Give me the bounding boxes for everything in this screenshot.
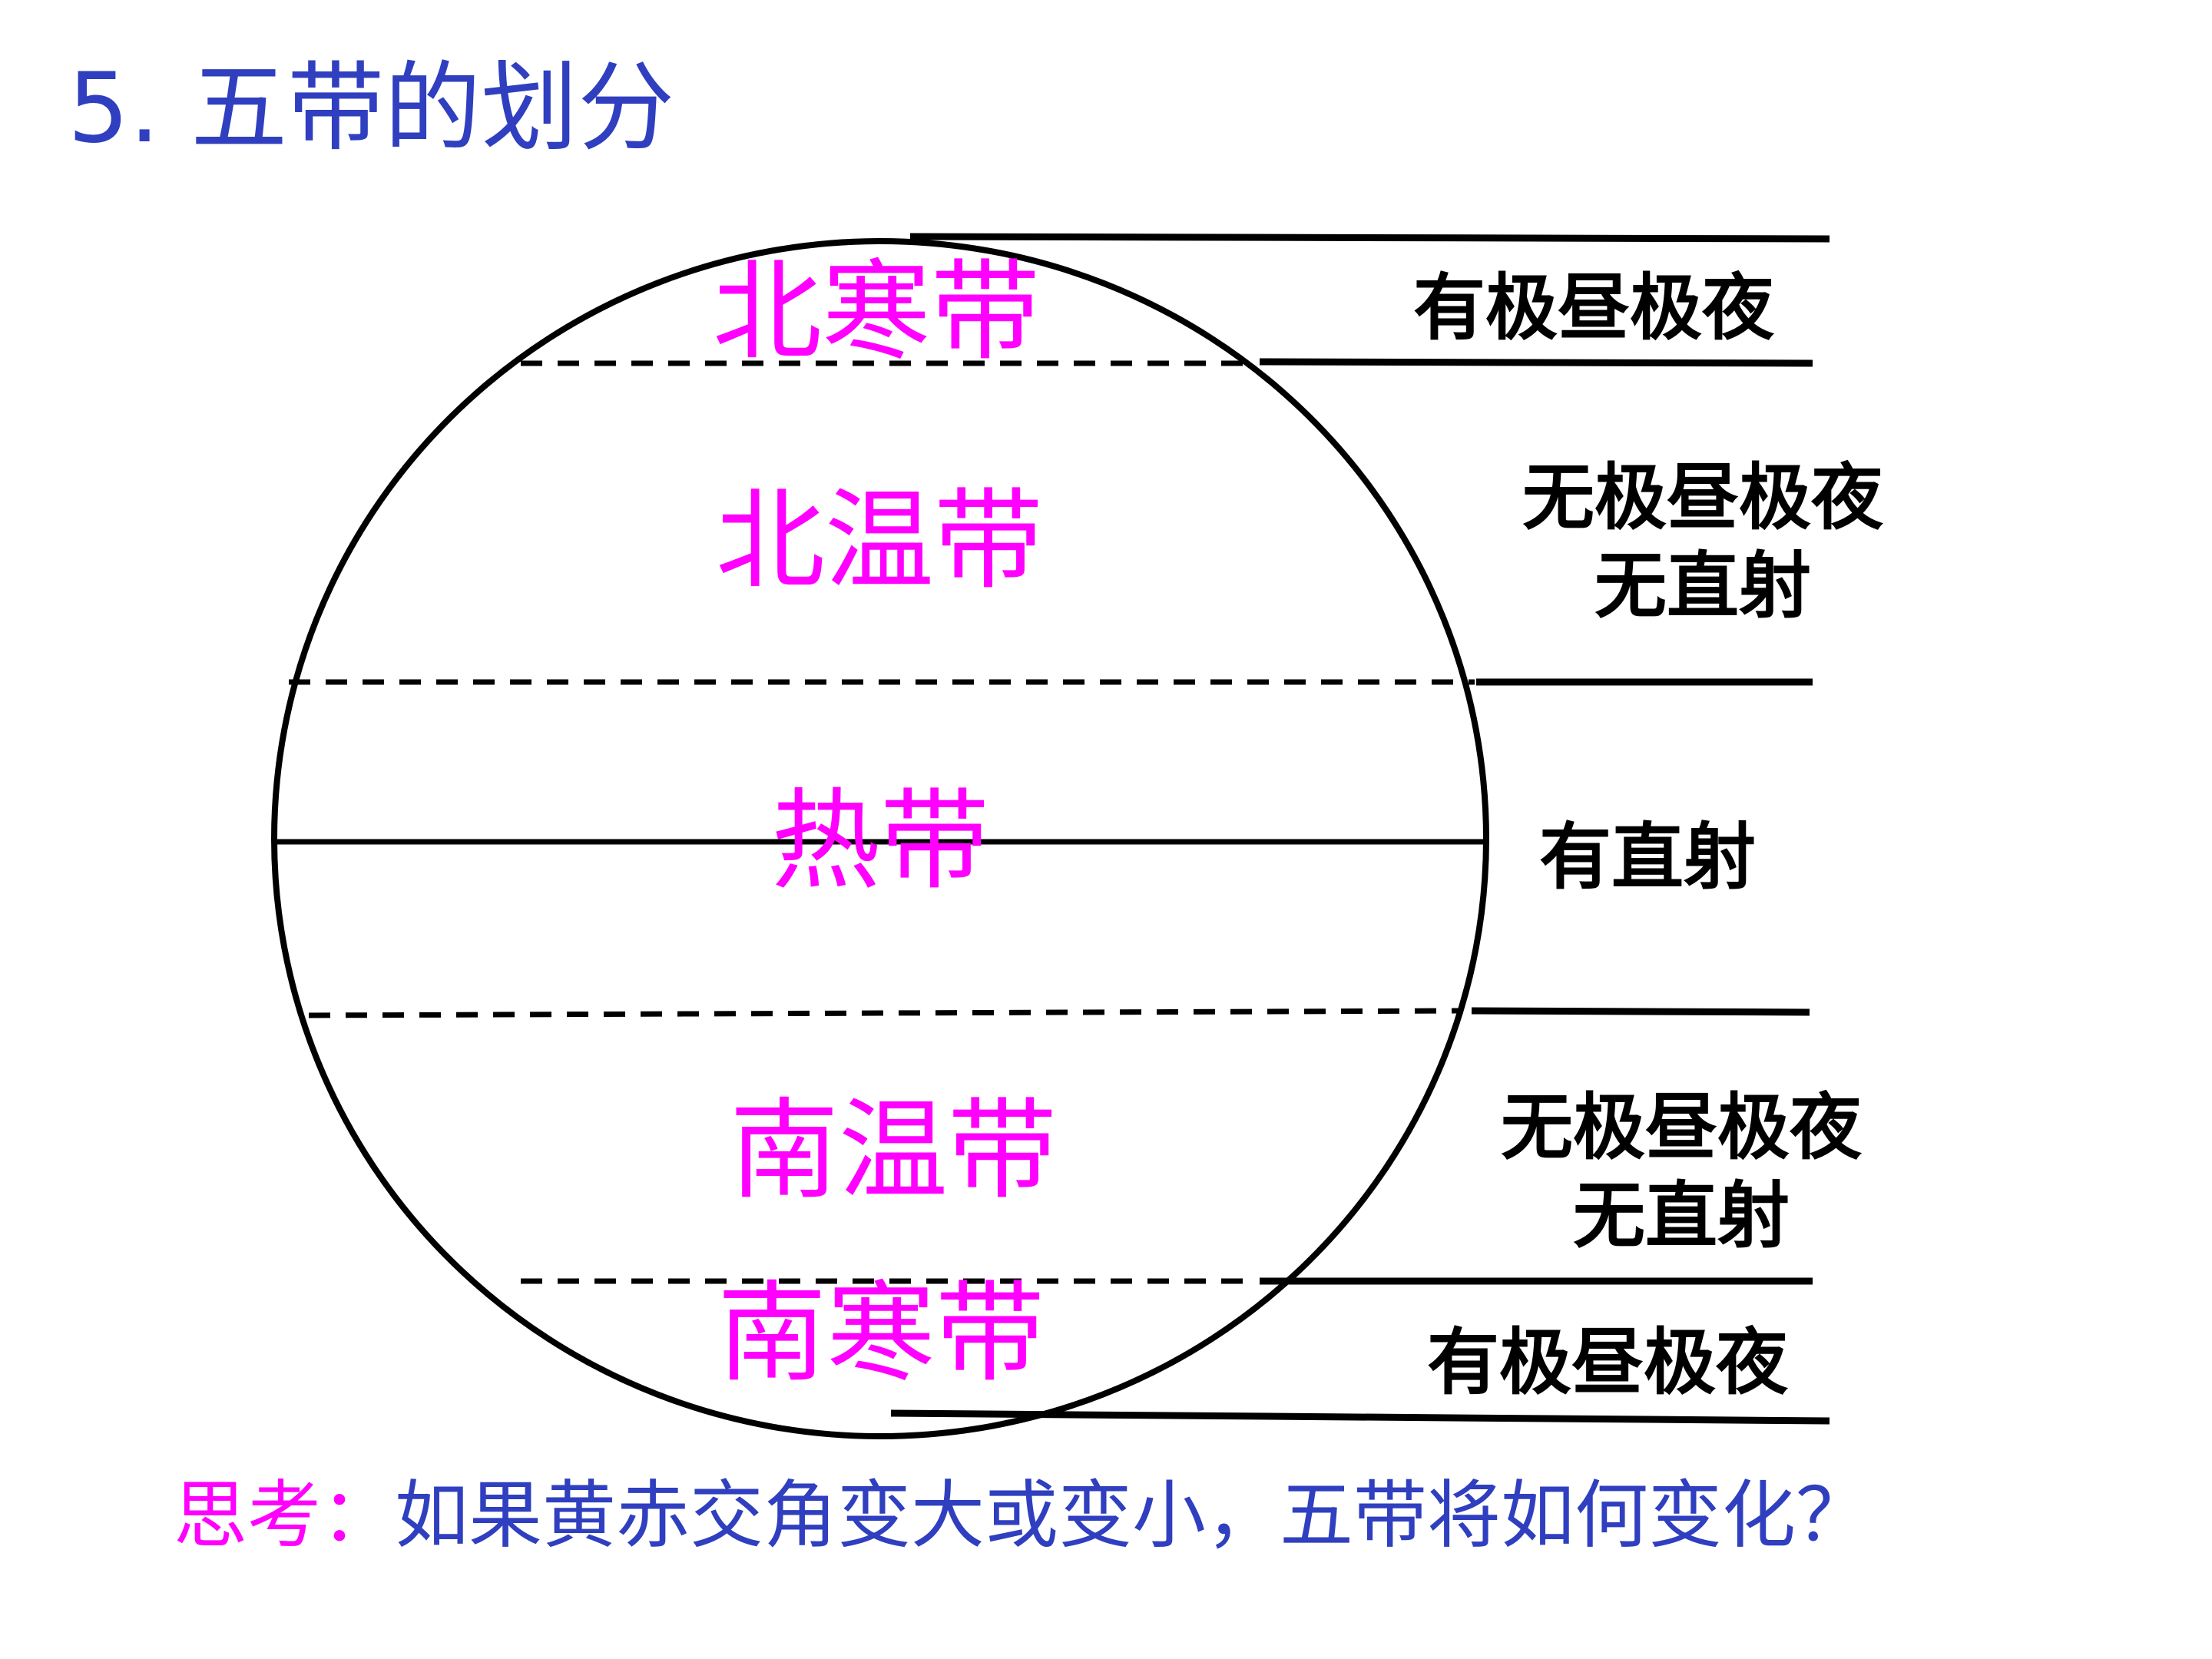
- south-temperate-zone-label: 南温带: [730, 1088, 1057, 1214]
- south-temperate-note: 无极昼极夜 无直射: [1501, 1084, 1862, 1260]
- top-bracket-line: [909, 233, 1830, 243]
- south-frigid-note: 有极昼极夜: [1427, 1321, 1789, 1405]
- south-temperate-note-line2: 无直射: [1573, 1174, 1790, 1258]
- south-temperate-note-line1: 无极昼极夜: [1501, 1086, 1863, 1170]
- north-temperate-note-line1: 无极昼极夜: [1522, 456, 1884, 540]
- tropical-note: 有直射: [1539, 816, 1757, 899]
- north-temperate-zone-label: 北温带: [716, 478, 1043, 604]
- slide-title: 5. 五带的划分: [68, 51, 675, 164]
- capricorn-bracket-line: [1471, 1007, 1810, 1016]
- tropical-zone-label: 热带: [771, 778, 989, 905]
- north-temperate-note: 无极昼极夜 无直射: [1522, 455, 1883, 631]
- question-body: 如果黄赤交角变大或变小，五带将如何变化？: [395, 1472, 1869, 1558]
- north-temperate-note-line2: 无直射: [1594, 544, 1812, 628]
- question-prefix: 思考：: [174, 1472, 395, 1558]
- bottom-bracket-line: [890, 1409, 1830, 1425]
- north-frigid-zone-label: 北寒带: [713, 249, 1040, 376]
- tropic-of-capricorn-line: [308, 1008, 1464, 1018]
- south-frigid-zone-label: 南寒带: [717, 1270, 1045, 1397]
- earth-circle: [271, 238, 1489, 1439]
- north-frigid-note: 有极昼极夜: [1413, 267, 1775, 350]
- think-question: 思考：如果黄赤交角变大或变小，五带将如何变化？: [174, 1479, 1869, 1552]
- arctic-bracket-line: [1259, 358, 1813, 367]
